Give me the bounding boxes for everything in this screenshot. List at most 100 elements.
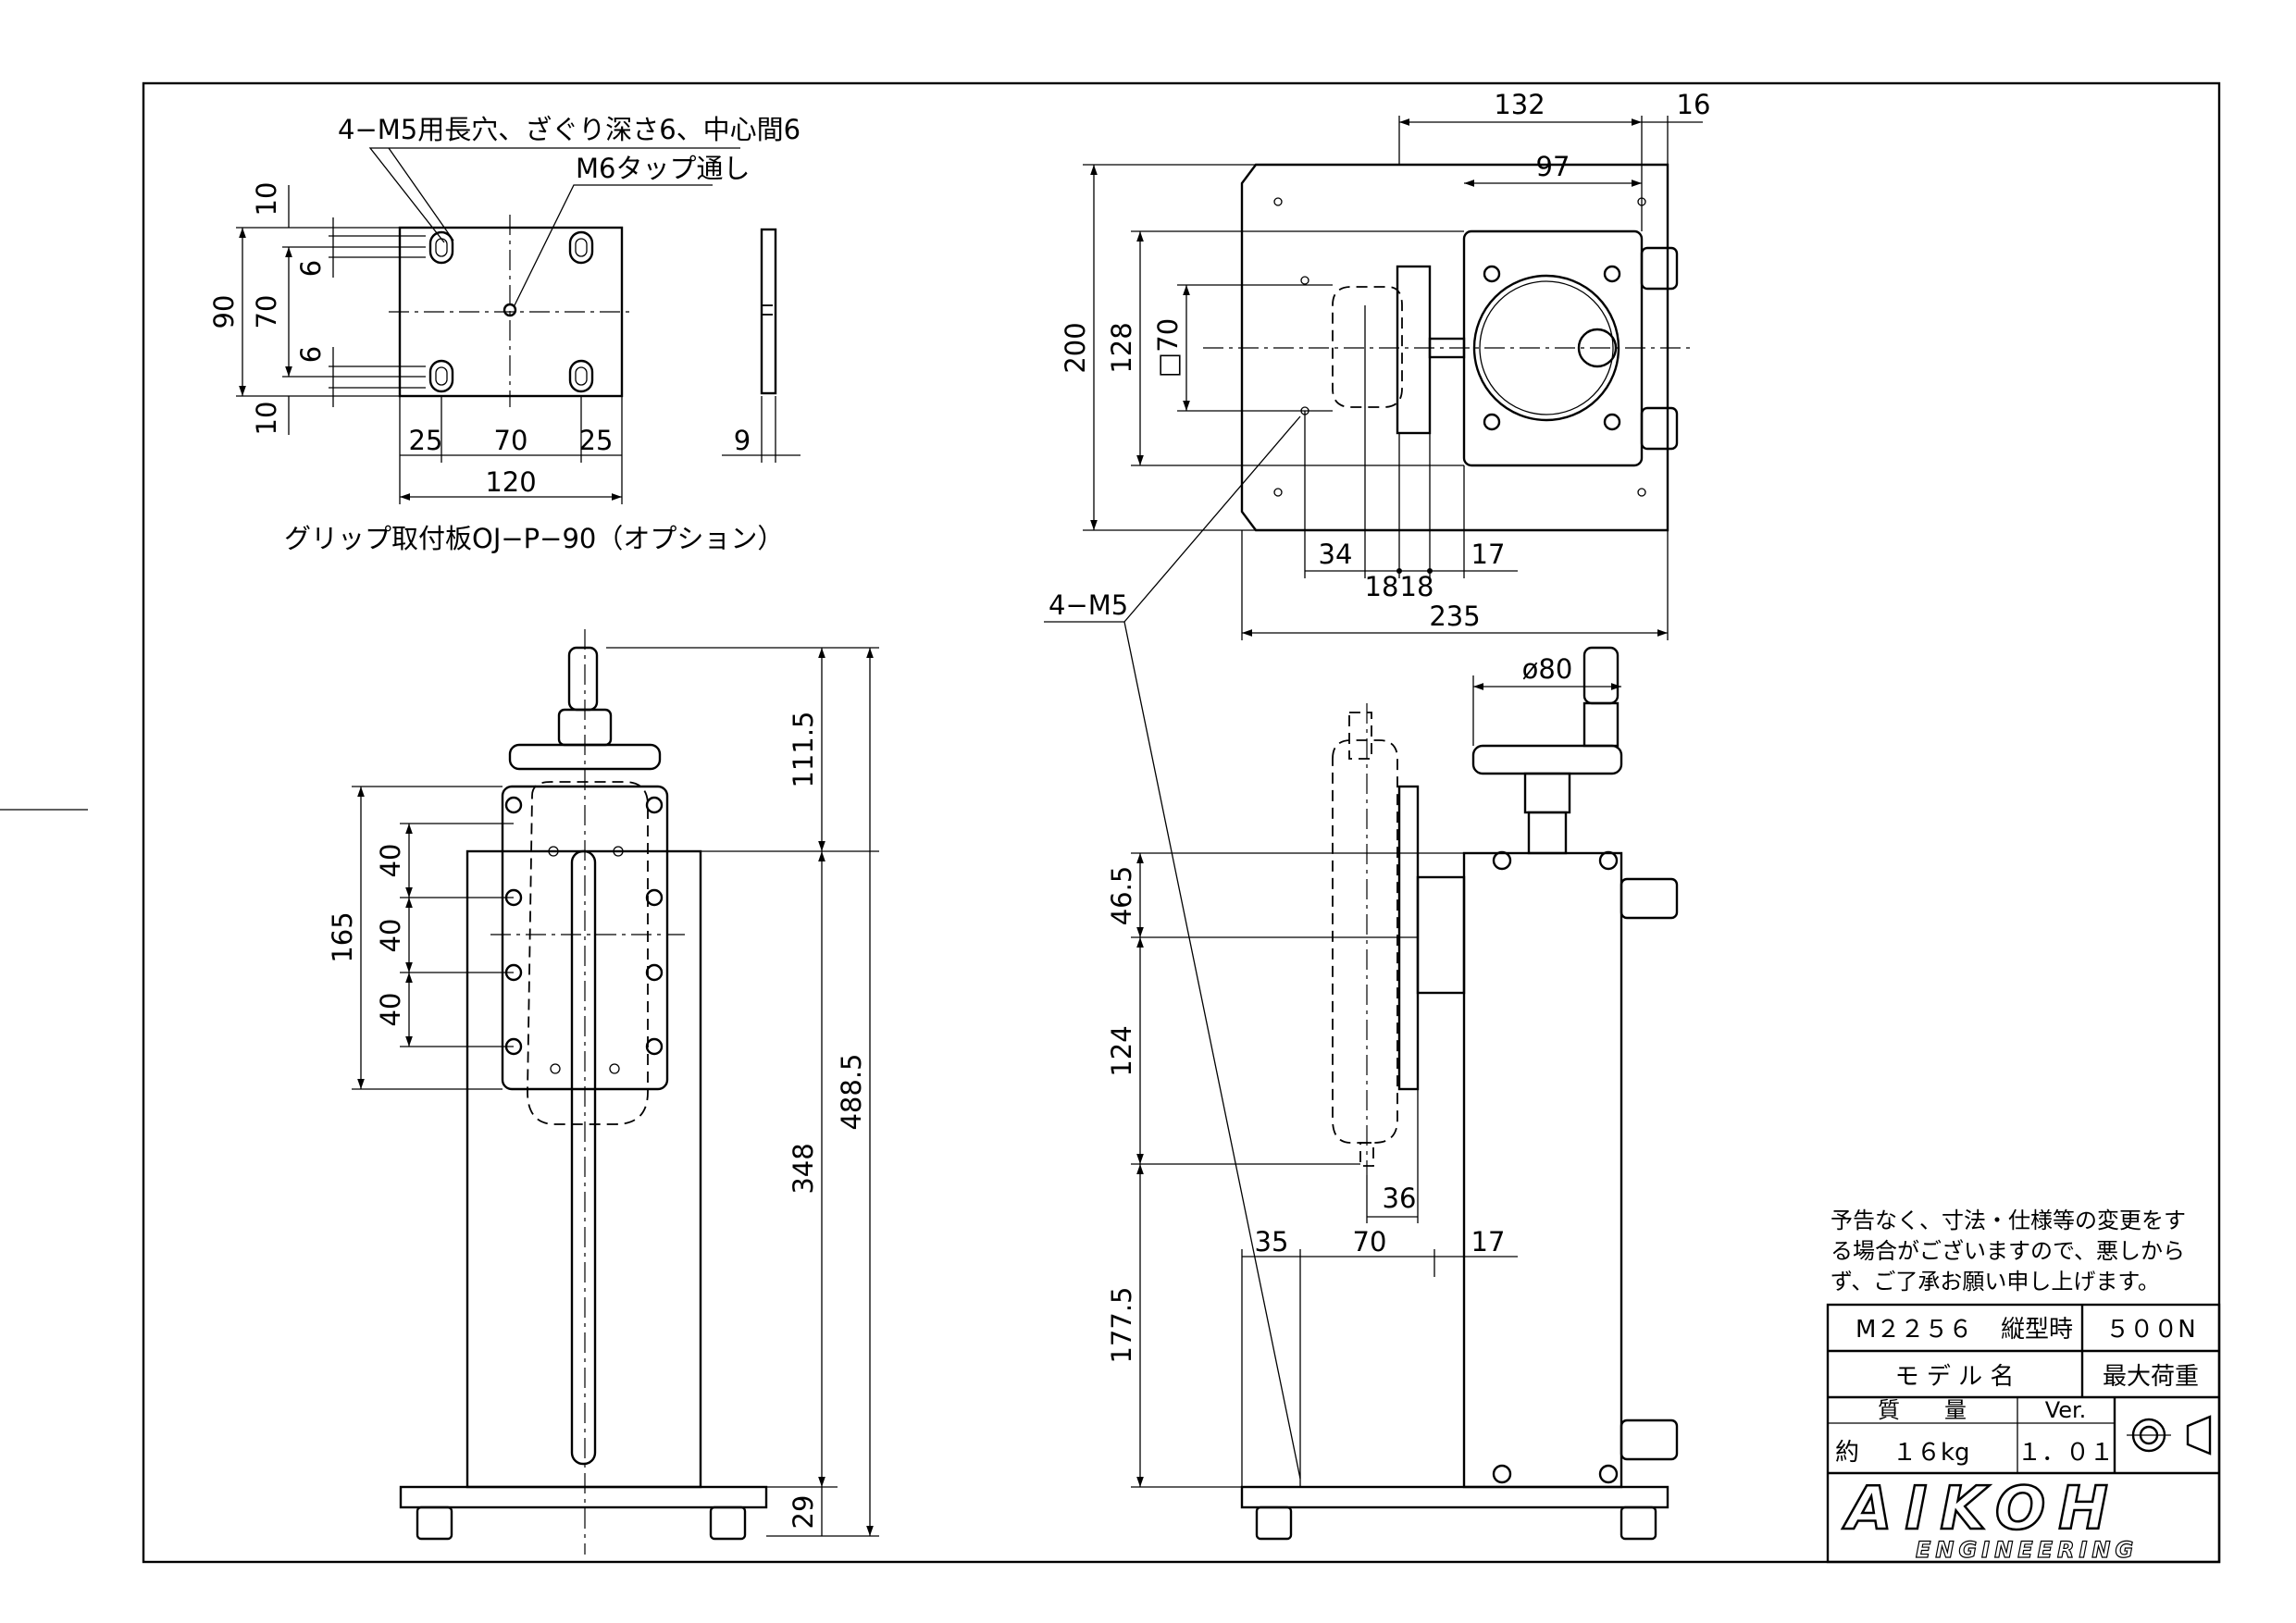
screw bbox=[504, 796, 523, 814]
dim-70-h: 70 bbox=[494, 425, 528, 456]
dim-97: 97 bbox=[1536, 151, 1570, 182]
dim-46-5: 46.5 bbox=[1106, 866, 1137, 926]
dim-132: 132 bbox=[1494, 89, 1545, 120]
gauge-screw bbox=[1603, 265, 1621, 283]
dim-488-5: 488.5 bbox=[836, 1053, 867, 1130]
screw-small bbox=[609, 1063, 620, 1074]
dim-70-side: 70 bbox=[1353, 1226, 1387, 1258]
dim-10-top: 10 bbox=[251, 182, 282, 217]
top-view: 132 16 97 200 128 □70 34 18 18 17 235 bbox=[1044, 89, 1711, 1480]
screw-mark bbox=[1300, 276, 1309, 285]
screw-side bbox=[1492, 1464, 1512, 1484]
m5-leader-long bbox=[1123, 621, 1301, 1480]
foot-side-right bbox=[1620, 1505, 1657, 1541]
dim-9: 9 bbox=[734, 425, 751, 456]
grip-plate-side bbox=[760, 228, 777, 395]
screw-mark bbox=[1273, 197, 1283, 206]
hub-side bbox=[1582, 701, 1620, 748]
projection-symbol-icon bbox=[2127, 1415, 2212, 1456]
dim-90: 90 bbox=[208, 295, 240, 329]
tap-callout: M6タップ通し bbox=[576, 153, 750, 184]
dim-25-left: 25 bbox=[409, 425, 443, 456]
dim-34: 34 bbox=[1319, 539, 1353, 570]
dim-111-5: 111.5 bbox=[788, 711, 819, 787]
tb-mass-label: 質 量 bbox=[1878, 1397, 1967, 1423]
m6-tap-hole bbox=[503, 303, 517, 317]
dim-17-top: 17 bbox=[1471, 539, 1506, 570]
spindle-lower bbox=[1527, 811, 1568, 855]
dim-348: 348 bbox=[788, 1143, 819, 1194]
dim-25-right: 25 bbox=[579, 425, 614, 456]
screw-small bbox=[548, 846, 559, 857]
disclaimer-line3: ず、ご了承お願い申し上げます。 bbox=[1831, 1269, 2160, 1295]
tb-orientation: 縦型時 bbox=[2001, 1316, 2073, 1344]
slot-front bbox=[570, 849, 597, 1466]
dim-6-top: 6 bbox=[295, 260, 327, 277]
tb-max-load-label: 最大荷重 bbox=[2103, 1363, 2199, 1391]
screw-small bbox=[613, 846, 624, 857]
disclaimer-line1: 予告なく、寸法・仕様等の変更をす bbox=[1831, 1208, 2186, 1233]
phantom-gauge-side bbox=[1332, 739, 1398, 1144]
screw-side bbox=[1598, 850, 1619, 871]
slot-hole bbox=[568, 230, 594, 265]
dim-235: 235 bbox=[1429, 601, 1480, 632]
screw-mark bbox=[1273, 488, 1283, 497]
m5-callout: 4−M5 bbox=[1049, 589, 1128, 621]
slot-hole bbox=[568, 359, 594, 393]
gauge-screw bbox=[1483, 265, 1501, 283]
slot-leader-2 bbox=[388, 147, 454, 242]
tb-ver-label: Ver. bbox=[2045, 1397, 2087, 1423]
base-plate-side bbox=[1240, 1485, 1669, 1509]
title-block: M２２５６ 縦型時 ５００N モ デ ル 名 最大荷重 質 量 Ver. 約 １… bbox=[1826, 1303, 2221, 1564]
tb-mass-prefix: 約 bbox=[1835, 1439, 1859, 1467]
foot-right bbox=[709, 1505, 747, 1541]
projection-cone bbox=[2186, 1415, 2212, 1456]
dim-70-v: 70 bbox=[251, 295, 282, 329]
slot-hole-group bbox=[428, 230, 594, 393]
dim-sq70: □70 bbox=[1152, 318, 1184, 378]
dim-29: 29 bbox=[788, 1495, 819, 1530]
screw bbox=[645, 1037, 664, 1056]
dim-17-side: 17 bbox=[1471, 1226, 1506, 1258]
dim-35: 35 bbox=[1255, 1226, 1289, 1258]
dim-36: 36 bbox=[1383, 1183, 1417, 1214]
knob-top bbox=[1640, 246, 1679, 291]
plate-caption: グリップ取付板OJ−P−90（オプション） bbox=[284, 523, 784, 554]
gauge-screw bbox=[1483, 413, 1501, 431]
tb-mass-value: １６kg bbox=[1893, 1439, 1970, 1467]
slot-hole-inner bbox=[435, 366, 448, 386]
dim-120: 120 bbox=[485, 466, 536, 498]
front-view: 111.5 348 29 488.5 165 40 40 40 bbox=[327, 629, 879, 1555]
slot-hole-inner bbox=[435, 238, 448, 257]
handle-front bbox=[567, 646, 599, 712]
dim-177-5: 177.5 bbox=[1106, 1286, 1137, 1363]
dim-40c: 40 bbox=[375, 993, 406, 1027]
dim-dot bbox=[1396, 568, 1402, 574]
dim-18a: 18 bbox=[1365, 571, 1399, 602]
spindle-upper bbox=[1523, 772, 1571, 814]
phantom-gauge-front bbox=[527, 781, 649, 1125]
screw-side bbox=[1598, 1464, 1619, 1484]
grip-plate-view: 4−M5用長穴、ざぐり深さ6、中心間6 M6タップ通し 90 10 70 10 … bbox=[208, 114, 800, 554]
knob-bottom bbox=[1640, 406, 1679, 451]
screw-marks bbox=[1273, 197, 1646, 497]
screw bbox=[645, 963, 664, 982]
phantom-gauge-top bbox=[1332, 286, 1403, 408]
slot-hole bbox=[428, 230, 454, 265]
tb-model: M２２５６ bbox=[1855, 1316, 1972, 1344]
phantom-grip-side bbox=[1348, 712, 1372, 760]
slot-hole-inner bbox=[575, 366, 588, 386]
grip-plate-top bbox=[1396, 265, 1432, 435]
brand-logo-text: AIKOH bbox=[1842, 1475, 2121, 1543]
tb-model-label: モ デ ル 名 bbox=[1895, 1363, 2015, 1391]
gauge-dial-inner bbox=[1479, 280, 1614, 415]
dim-16: 16 bbox=[1677, 89, 1711, 120]
base-plate-front bbox=[399, 1485, 768, 1509]
dim-phi80: ø80 bbox=[1522, 653, 1573, 685]
dim-124: 124 bbox=[1106, 1025, 1137, 1076]
gauge-screw bbox=[1603, 413, 1621, 431]
screw-side bbox=[1492, 850, 1512, 871]
title-block-frame bbox=[1826, 1303, 2221, 1564]
coupling-side bbox=[1416, 875, 1466, 995]
